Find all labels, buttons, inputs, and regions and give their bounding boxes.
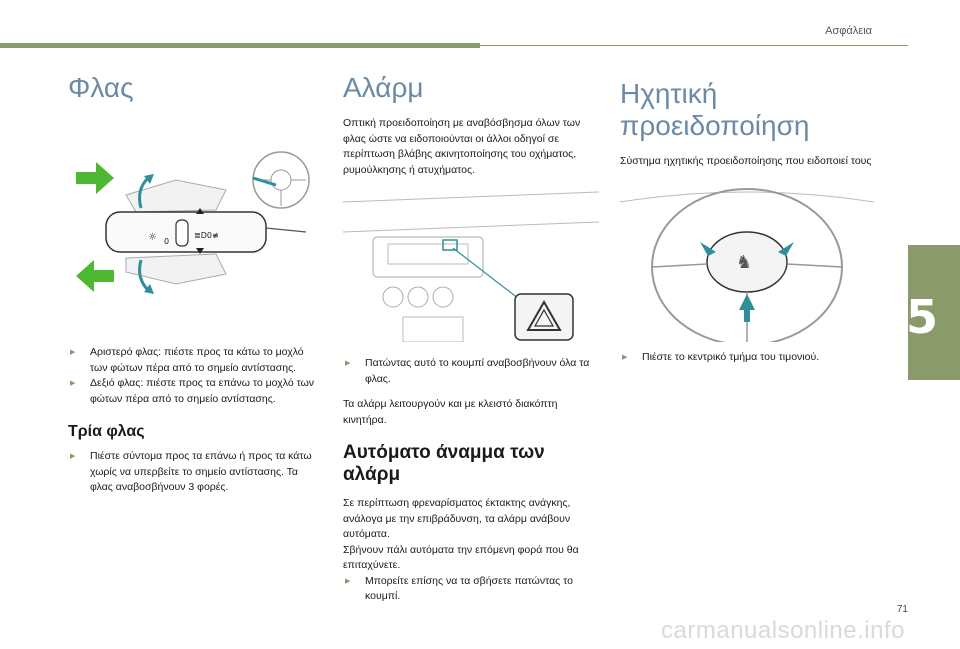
right-indicator-arrow-icon	[76, 162, 114, 194]
auto-hazard-list: Μπορείτε επίσης να τα σβήσετε πατώντας τ…	[343, 574, 601, 605]
section-title: Ασφάλεια	[825, 25, 872, 37]
hazard-note: Τα αλάρμ λειτουργούν και με κλειστό διακ…	[343, 398, 558, 426]
three-flash-title: Τρία φλας	[68, 423, 145, 440]
header-bar	[0, 43, 480, 48]
indicators-list: Αριστερό φλας: πιέστε προς τα κάτω το μο…	[68, 345, 318, 407]
hazard-title: Αλάρμ	[343, 72, 424, 103]
hazard-intro: Οπτική προειδοποίηση με αναβόσβησμα όλων…	[343, 117, 581, 176]
chapter-tab	[908, 245, 960, 380]
indicators-title: Φλας	[68, 72, 134, 103]
svg-text:☼: ☼	[148, 232, 157, 243]
hazard-button-illustration	[342, 182, 600, 343]
list-item: Δεξιό φλας: πιέστε προς τα επάνω το μοχλ…	[68, 376, 318, 407]
auto-hazard-para2: Σβήνουν πάλι αυτόματα την επόμενη φορά π…	[343, 543, 579, 572]
list-item: Πιέστε σύντομα προς τα επάνω ή προς τα κ…	[68, 449, 318, 496]
press-arrow-icon	[778, 242, 794, 256]
three-flash-list: Πιέστε σύντομα προς τα επάνω ή προς τα κ…	[68, 449, 318, 496]
horn-text: Πιέστε το κεντρικό τμήμα του τιμονιού.	[620, 350, 882, 366]
indicators-text: Αριστερό φλας: πιέστε προς τα κάτω το μο…	[68, 345, 318, 496]
hazard-list: Πατώντας αυτό το κουμπί αναβοσβήνουν όλα…	[343, 356, 601, 387]
left-indicator-arrow-icon	[76, 260, 114, 292]
list-item: Μπορείτε επίσης να τα σβήσετε πατώντας τ…	[343, 574, 601, 605]
horn-list: Πιέστε το κεντρικό τμήμα του τιμονιού.	[620, 350, 882, 366]
auto-hazard-para: Σε περίπτωση φρεναρίσματος έκτακτης ανάγ…	[343, 497, 571, 540]
chapter-number: 5	[905, 290, 938, 344]
hazard-triangle-icon	[526, 299, 562, 331]
auto-hazard-title: Αυτόματο άναμμα των αλάρμ	[343, 442, 545, 485]
indicator-stalk-illustration: ≣D0≢ ☼ 0	[66, 150, 316, 310]
header-rule	[480, 45, 908, 46]
svg-text:≣D0≢: ≣D0≢	[194, 231, 219, 240]
list-item: Πιέστε το κεντρικό τμήμα του τιμονιού.	[620, 350, 882, 366]
press-arrow-icon	[739, 294, 755, 310]
list-item: Αριστερό φλας: πιέστε προς τα κάτω το μο…	[68, 345, 318, 376]
list-item: Πατώντας αυτό το κουμπί αναβοσβήνουν όλα…	[343, 356, 601, 387]
watermark: carmanualsonline.info	[661, 617, 905, 644]
column-horn: Ηχητική προειδοποίηση Σύστημα ηχητικής π…	[620, 78, 882, 185]
column-indicators: Φλας	[68, 72, 318, 104]
horn-title: Ηχητική προειδοποίηση	[620, 78, 810, 141]
hazard-text: Πατώντας αυτό το κουμπί αναβοσβήνουν όλα…	[343, 356, 601, 605]
svg-text:0: 0	[164, 237, 169, 246]
svg-text:♞: ♞	[736, 252, 752, 273]
column-hazard: Αλάρμ Οπτική προειδοποίηση με αναβόσβησμ…	[343, 72, 601, 178]
page-number: 71	[896, 604, 908, 615]
horn-steering-wheel-illustration: ♞	[619, 172, 875, 346]
press-arrow-icon	[700, 242, 716, 256]
